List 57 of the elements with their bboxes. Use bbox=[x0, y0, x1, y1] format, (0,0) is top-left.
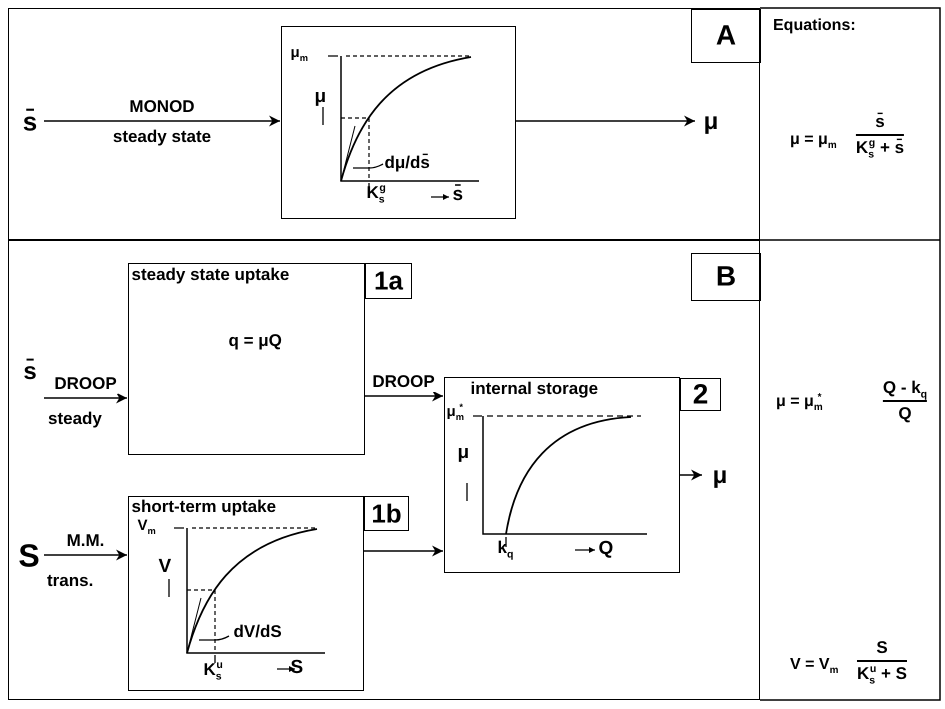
formula: q = μQ bbox=[228, 332, 282, 350]
process-box bbox=[444, 377, 680, 573]
symbol-label: s̄ bbox=[22, 108, 38, 136]
step-number-box bbox=[364, 496, 409, 531]
panel-letter: A bbox=[716, 20, 736, 52]
symbol-label: μ bbox=[712, 462, 728, 490]
axis-label: μ bbox=[458, 442, 470, 464]
step-number: 1b bbox=[371, 499, 402, 528]
axis-label: V$_{m}$ bbox=[138, 518, 156, 534]
symbol-label: s̄ bbox=[23, 358, 37, 386]
edge-label: DROOP bbox=[371, 373, 436, 392]
axis-label: Q bbox=[598, 538, 614, 560]
arrow bbox=[44, 116, 280, 126]
box-title: internal storage bbox=[470, 380, 598, 398]
axis-label: s̄ bbox=[452, 184, 464, 206]
symbol-label: S bbox=[18, 538, 40, 574]
slope-label: dμ/ds̄ bbox=[384, 154, 430, 172]
numerator: Q - k$_{q}$ bbox=[882, 378, 928, 398]
denominator: K$_{s}$$^{g}$ + s̄ bbox=[856, 138, 904, 158]
arrow bbox=[44, 392, 127, 404]
flow-note: trans. bbox=[47, 572, 94, 591]
arrow bbox=[363, 546, 443, 556]
arrow bbox=[44, 550, 127, 560]
flow-note: steady bbox=[48, 410, 102, 429]
equation-left-side: V = V$_{m}$ bbox=[790, 656, 838, 674]
denominator: Q bbox=[898, 404, 912, 424]
axis-label: S bbox=[290, 658, 304, 678]
panel-letter-box bbox=[691, 253, 761, 301]
graph-box bbox=[281, 26, 516, 219]
numerator: S bbox=[876, 638, 888, 658]
axis-label: μ$_{m}$ bbox=[290, 44, 308, 61]
panel-frame bbox=[8, 240, 760, 700]
panel-letter-box bbox=[691, 9, 761, 63]
equation-left-side: μ = μ$_{m}$ bbox=[790, 131, 837, 149]
denominator: K$_{s}$$^{u}$ + S bbox=[856, 664, 908, 684]
panel-letter: B bbox=[716, 262, 736, 292]
step-number: 2 bbox=[692, 379, 708, 410]
step-number: 1a bbox=[374, 266, 403, 296]
symbol-label: μ bbox=[704, 108, 718, 136]
heading: Equations: bbox=[773, 17, 856, 35]
arrow bbox=[515, 116, 695, 126]
arrow bbox=[679, 470, 702, 480]
axis-label: μ bbox=[314, 86, 326, 108]
arrow bbox=[364, 390, 443, 402]
step-number-box bbox=[365, 263, 412, 299]
box-title: steady state uptake bbox=[132, 266, 290, 284]
edge-label: DROOP bbox=[53, 375, 118, 394]
process-box bbox=[128, 496, 364, 691]
box-title: short-term uptake bbox=[132, 498, 276, 516]
slope-label: dV/dS bbox=[234, 622, 282, 642]
panel-frame bbox=[8, 8, 760, 240]
step-number-box bbox=[680, 378, 721, 411]
constant-label: k$_{q}$ bbox=[498, 538, 514, 558]
flow-note: steady state bbox=[112, 128, 212, 147]
numerator: s̄ bbox=[875, 112, 885, 132]
axis-label: V bbox=[158, 556, 172, 578]
process-box bbox=[128, 263, 365, 455]
